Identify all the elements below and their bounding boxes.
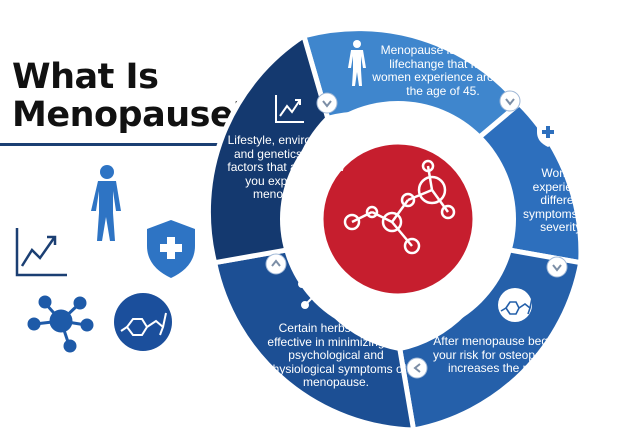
title-line-1: What Is (12, 57, 159, 97)
segment-1-text: Menopause is a natural lifechange that m… (372, 43, 514, 98)
title-line-2: Menopause? (12, 95, 254, 135)
arrow-badge-3 (546, 256, 568, 278)
arrow-badge-2 (499, 90, 521, 112)
title-underline (0, 143, 232, 146)
arrow-badge-4 (406, 357, 428, 379)
segment-4-text: Certain herbs may be effective in minimi… (265, 321, 407, 389)
segment-4-wedge (211, 245, 417, 433)
trend-chart-icon (275, 95, 304, 123)
molecule-ring-icon (498, 288, 533, 322)
segment-2-text: Women experience different symptoms and … (522, 166, 602, 234)
human-figure-icon (348, 40, 366, 86)
network-icon (298, 272, 338, 309)
arrow-badge-5 (265, 253, 287, 275)
center-red-disc (320, 141, 476, 297)
segment-5-text: Lifestyle, environment and genetics are … (227, 133, 345, 201)
chemical-structure-icon (114, 293, 172, 351)
shield-cross-icon (147, 220, 195, 278)
page-title: What Is Menopause? (12, 57, 254, 135)
person-icon (91, 165, 121, 241)
hub-network-icon (27, 295, 94, 353)
arrow-badge-1 (316, 92, 338, 114)
segment-3-text: After menopause begins, your risk for os… (432, 334, 568, 375)
center-molecule-icon (343, 159, 456, 255)
shield-plus-icon (537, 119, 559, 147)
growth-chart-icon (15, 228, 67, 277)
